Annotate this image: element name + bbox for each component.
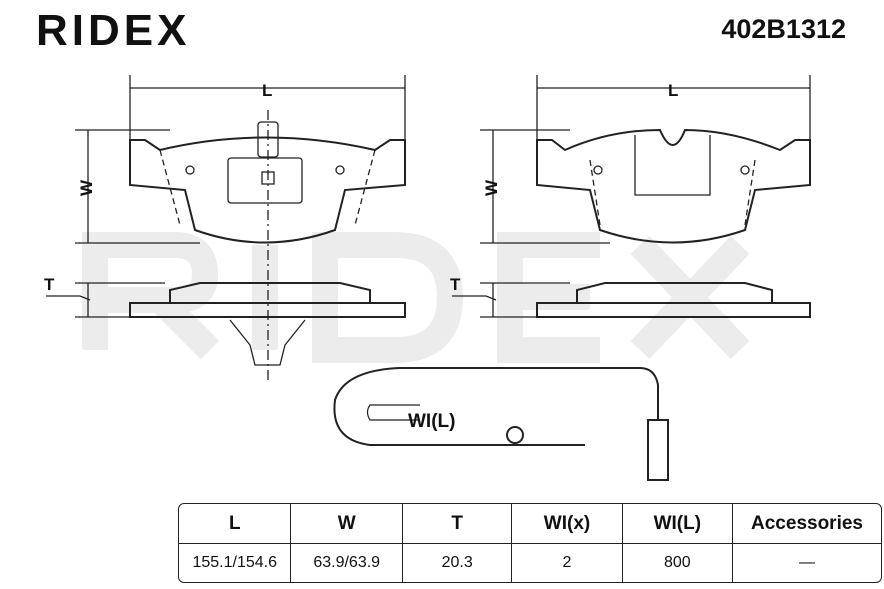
dim-label-W-right: W bbox=[482, 179, 501, 196]
header-WIL: WI(L) bbox=[622, 504, 734, 544]
dim-label-T-right: T bbox=[450, 275, 461, 294]
value-WIL: 800 bbox=[623, 544, 734, 582]
header-accessories: Accessories bbox=[733, 504, 881, 544]
technical-drawing: L L W W T T WI(L) bbox=[44, 75, 811, 481]
value-W: 63.9/63.9 bbox=[291, 544, 403, 582]
dim-label-T-left: T bbox=[44, 275, 55, 294]
header-T: T bbox=[402, 504, 513, 544]
left-pad-plan-view bbox=[75, 75, 406, 380]
wear-indicator-length-label: WI(L) bbox=[408, 411, 455, 432]
dim-label-W-left: W bbox=[77, 179, 96, 196]
right-pad-plan-view bbox=[480, 75, 811, 244]
table-header-row: L W T WI(x) WI(L) Accessories bbox=[179, 504, 881, 544]
value-L: 155.1/154.6 bbox=[179, 544, 292, 582]
right-pad-edge-view bbox=[452, 282, 811, 318]
header-W: W bbox=[291, 504, 403, 544]
value-WIx: 2 bbox=[512, 544, 623, 582]
part-number: 402B1312 bbox=[721, 14, 846, 44]
left-pad-edge-view bbox=[46, 282, 406, 366]
table-row: 155.1/154.6 63.9/63.9 20.3 2 800 — bbox=[179, 544, 881, 582]
header-WIx: WI(x) bbox=[512, 504, 623, 544]
brand-logo: RIDEX bbox=[36, 6, 191, 55]
wear-sensor bbox=[333, 367, 669, 481]
value-T: 20.3 bbox=[403, 544, 513, 582]
dim-label-L-right: L bbox=[668, 81, 678, 100]
header-L: L bbox=[179, 504, 292, 544]
spec-table: L W T WI(x) WI(L) Accessories 155.1/154.… bbox=[178, 503, 882, 583]
watermark bbox=[82, 232, 750, 363]
value-accessories: — bbox=[799, 554, 815, 571]
dim-label-L-left: L bbox=[262, 81, 272, 100]
